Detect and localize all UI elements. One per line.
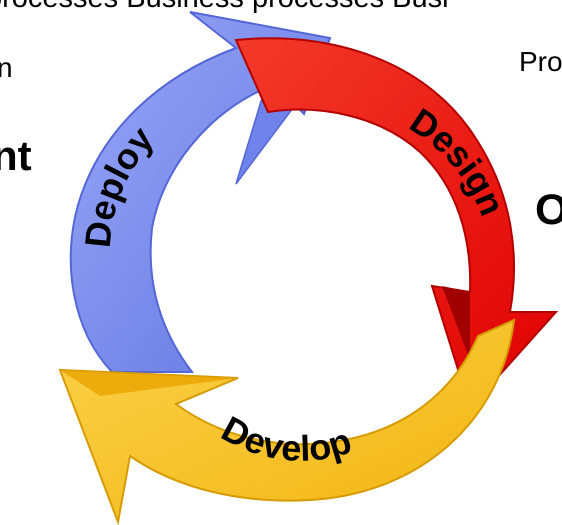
clipped-text-right-3: O [535, 186, 562, 234]
clipped-text-right-1: Pro [519, 46, 562, 77]
clipped-text-top: processes Business processes Busi [0, 0, 449, 15]
clipped-text-left-2: nt [0, 132, 32, 179]
clipped-text-left-1: n [0, 52, 13, 83]
